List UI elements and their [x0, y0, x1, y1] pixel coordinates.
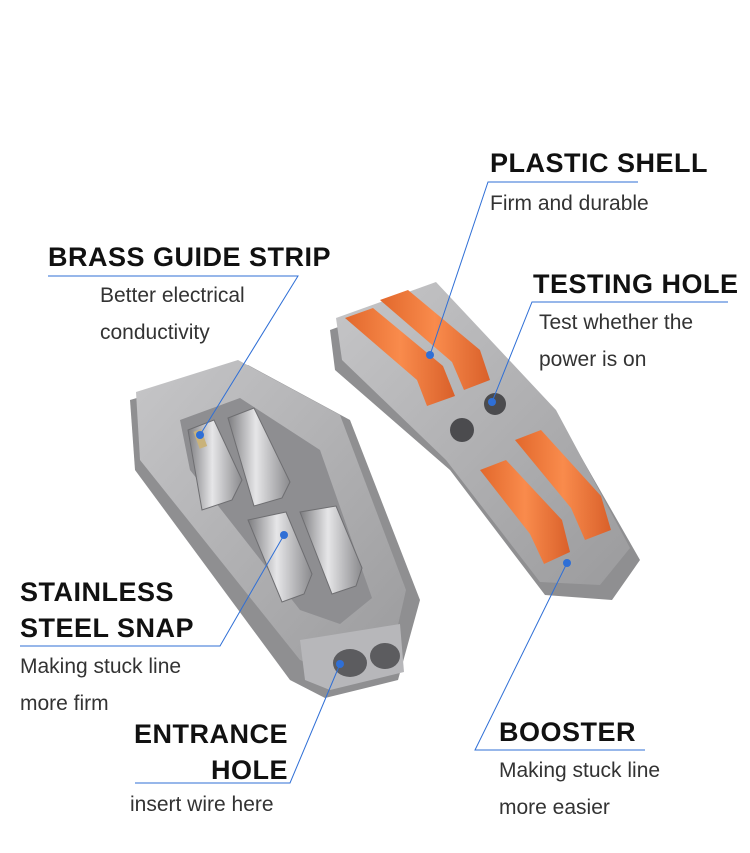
orange-lever	[480, 430, 611, 564]
callout-title: PLASTIC SHELL	[490, 148, 709, 178]
callout-stainless-steel-snap: STAINLESS STEEL SNAP Making stuck line m…	[20, 574, 194, 722]
callout-entrance-hole: ENTRANCE HOLE insert wire here	[130, 716, 288, 823]
callout-desc: Test whether the	[539, 311, 694, 334]
leader-testing-hole	[491, 301, 728, 403]
callout-title: BOOSTER	[499, 717, 637, 747]
leader-brass-guide-strip	[48, 275, 299, 436]
callout-desc: power is on	[539, 348, 647, 371]
pointer-dot	[488, 398, 496, 406]
pointer-dot	[280, 531, 288, 539]
callout-desc: more easier	[499, 796, 610, 819]
entrance-holes	[300, 624, 404, 690]
right-connector	[330, 282, 640, 600]
leader-entrance-hole	[135, 663, 341, 784]
callout-title: TESTING HOLE	[533, 269, 739, 299]
callout-desc: conductivity	[100, 321, 210, 344]
pointer-dot	[426, 351, 434, 359]
callout-booster: BOOSTER Making stuck line more easier	[499, 714, 660, 826]
callout-title: STEEL SNAP	[20, 613, 195, 643]
pointer-dot	[336, 660, 344, 668]
pointer-dot	[563, 559, 571, 567]
left-connector	[130, 360, 420, 698]
callout-desc: Better electrical	[100, 284, 245, 307]
callout-testing-hole: TESTING HOLE Test whether the power is o…	[533, 266, 739, 378]
callout-plastic-shell: PLASTIC SHELL Firm and durable	[490, 145, 708, 222]
callout-brass-guide-strip: BRASS GUIDE STRIP Better electrical cond…	[48, 239, 331, 351]
callout-desc: Making stuck line	[499, 759, 661, 782]
leader-plastic-shell	[429, 181, 638, 356]
callout-desc: more firm	[20, 692, 109, 715]
callout-desc: Making stuck line	[20, 655, 182, 678]
callout-title: STAINLESS	[20, 577, 175, 607]
callout-desc: insert wire here	[130, 793, 274, 816]
leader-booster	[474, 562, 645, 751]
callout-title: HOLE	[210, 755, 288, 785]
leader-stainless-steel-snap	[20, 534, 285, 647]
callout-title: BRASS GUIDE STRIP	[48, 242, 332, 272]
pointer-dot	[196, 431, 204, 439]
callout-desc: Firm and durable	[490, 192, 649, 215]
callout-title: ENTRANCE	[133, 719, 288, 749]
